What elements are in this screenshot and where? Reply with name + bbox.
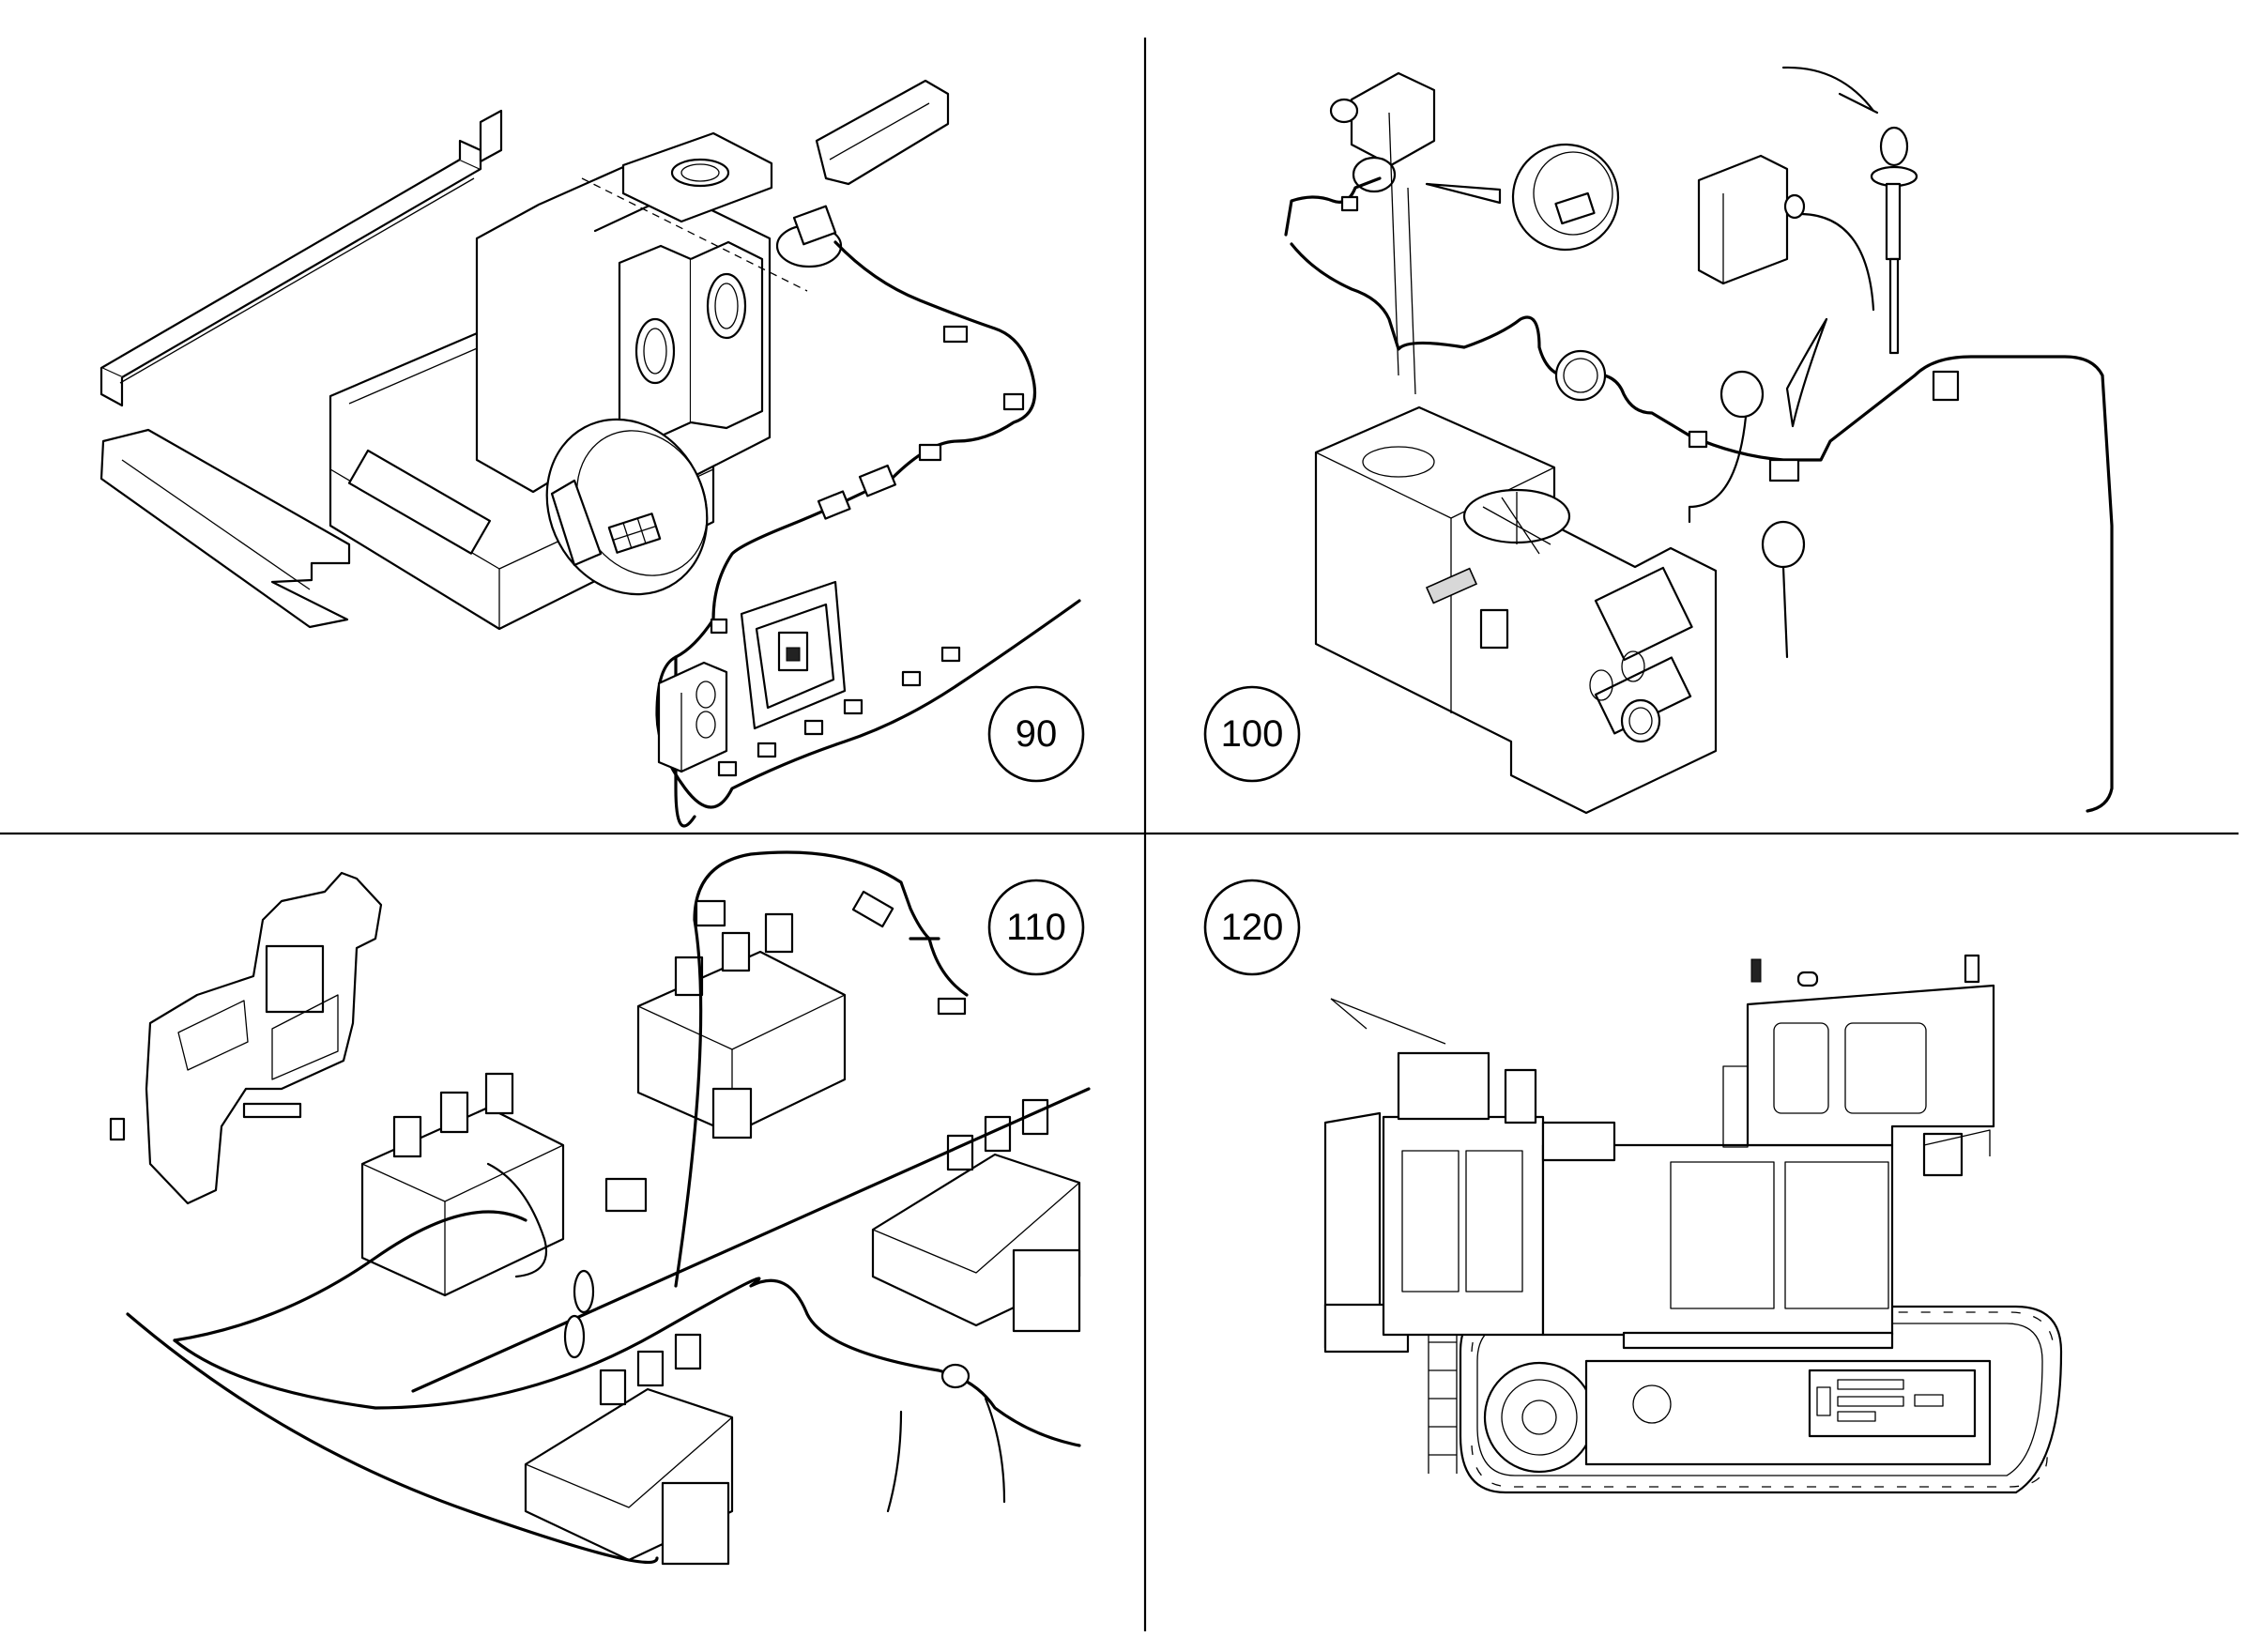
callout-90-label: 90 <box>1016 713 1058 755</box>
panel-90-drawing <box>99 79 1081 828</box>
panel-110-drawing <box>109 850 1091 1566</box>
callout-120-label: 120 <box>1221 907 1284 948</box>
callout-110-label: 110 <box>1006 907 1066 948</box>
callout-100: 100 <box>1203 685 1301 783</box>
callout-120: 120 <box>1203 879 1301 976</box>
panel-100-drawing <box>1284 66 2114 815</box>
panel-120-drawing <box>1323 954 2063 1494</box>
callout-110: 110 <box>987 879 1085 976</box>
callout-90: 90 <box>987 685 1085 783</box>
callout-100-label: 100 <box>1221 713 1284 755</box>
